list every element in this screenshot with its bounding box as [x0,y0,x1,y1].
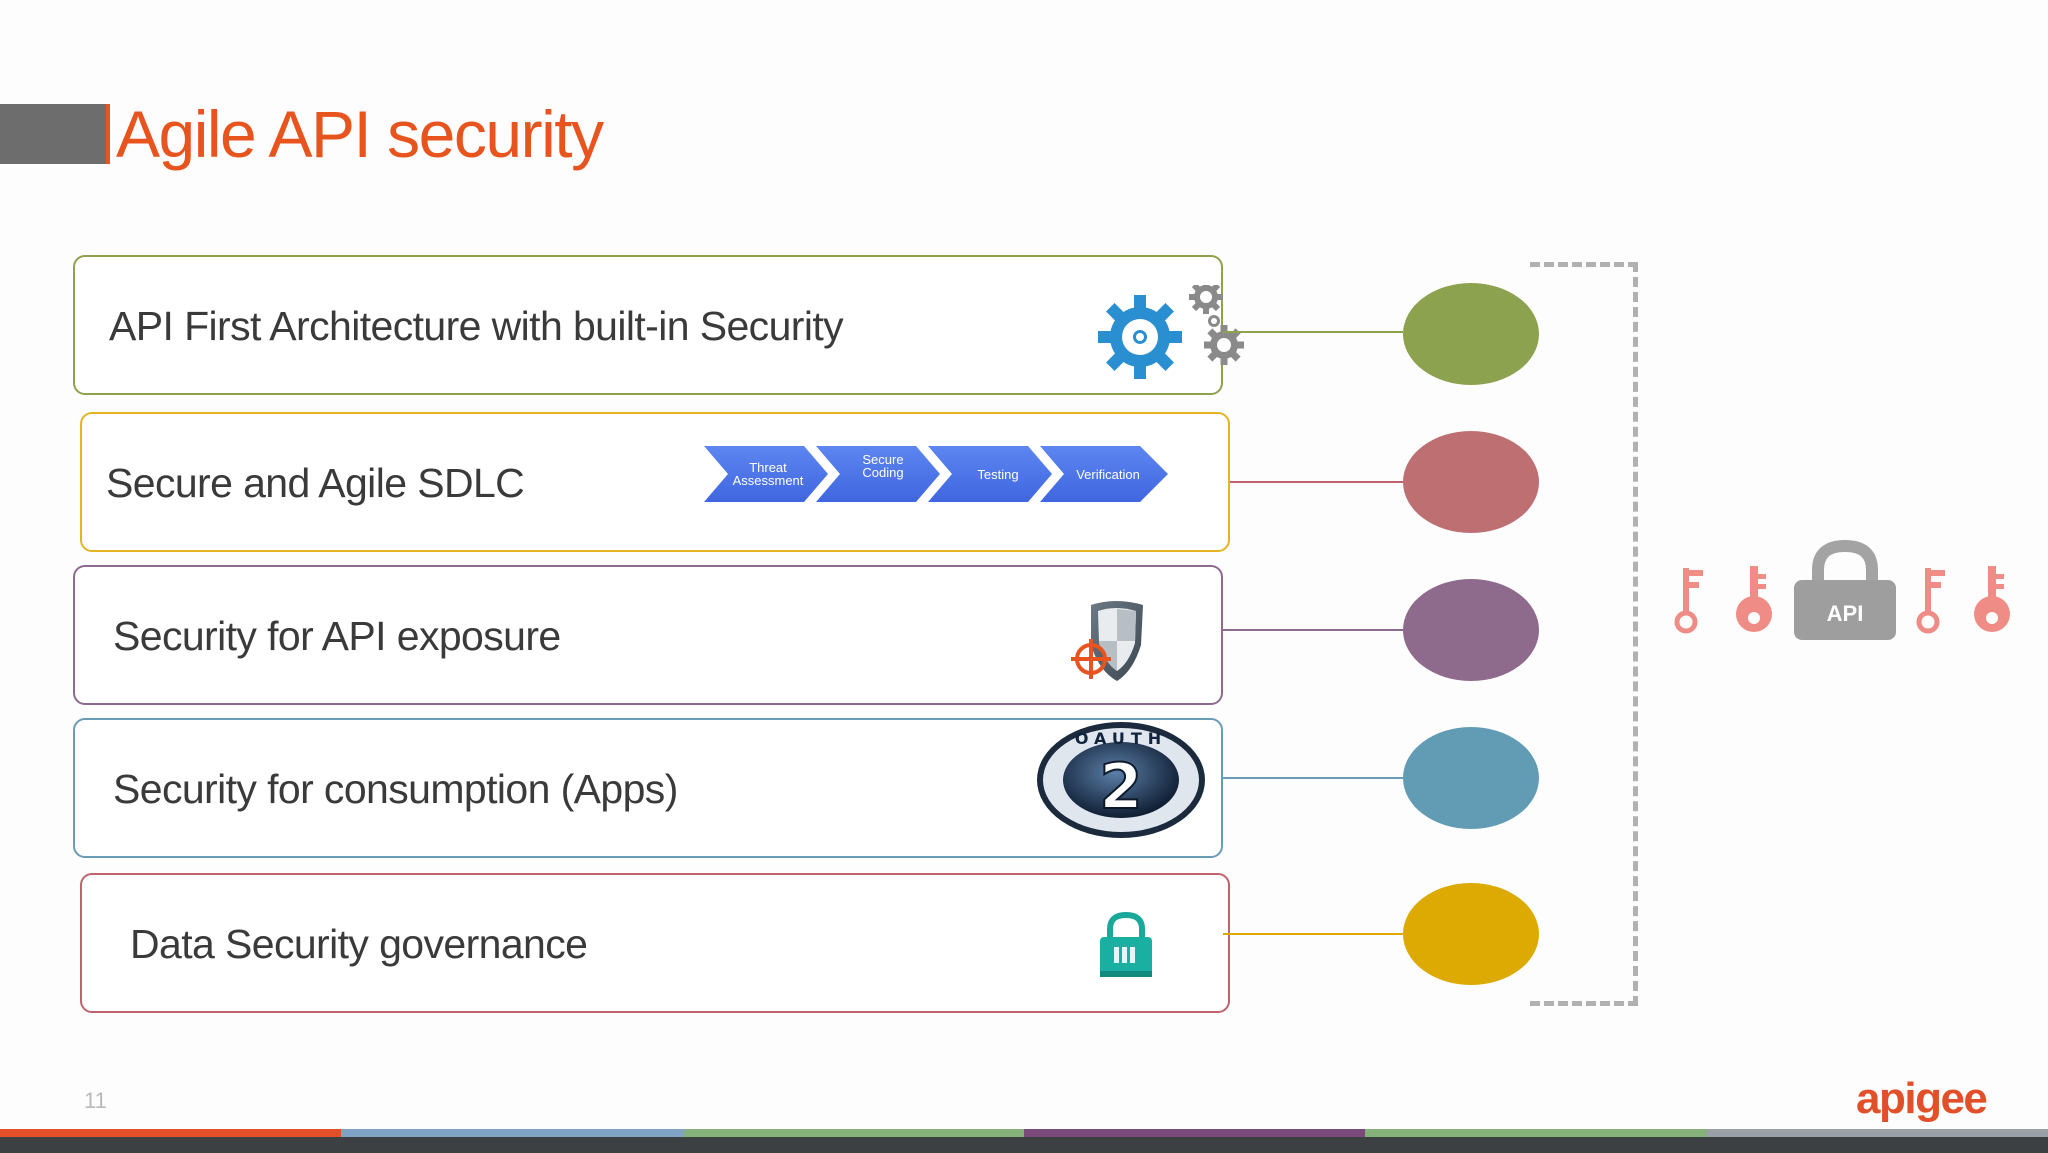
strip-segment [1023,1129,1366,1137]
api-label: API [1827,601,1864,626]
status-dot-1 [1403,283,1539,385]
connector-line-3 [1223,629,1403,631]
footer-color-strip [0,1129,2048,1137]
page-number: 11 [84,1088,107,1113]
key-icon [1736,566,1772,632]
row-label: Secure and Agile SDLC [106,460,525,506]
sdlc-step-testing: Testing [977,466,1019,482]
row-label: Security for consumption (Apps) [113,766,678,812]
title-accent-line [106,104,110,164]
strip-segment [0,1129,342,1137]
row-consumption-apps: Security for consumption (Apps) OAUTH 2 [73,718,1223,858]
key-icon [1674,568,1703,634]
connector-line-2 [1230,481,1403,483]
footer-band [0,1137,2048,1153]
oauth-2-icon: OAUTH 2 [1037,722,1205,838]
strip-segment [341,1129,683,1137]
dashed-bracket [1530,262,1638,1006]
strip-segment [682,1129,1024,1137]
slide-title: Agile API security [116,97,604,171]
row-label: Security for API exposure [113,613,561,659]
key-icon [1916,568,1945,634]
api-padlock-icon: API [1794,540,1896,640]
connector-line-4 [1223,777,1403,779]
shield-target-icon [1071,601,1143,681]
status-dot-3 [1403,579,1539,681]
connector-line-1 [1223,331,1403,333]
sdlc-step-verification: Verification [1076,466,1140,482]
oauth-ring-text: OAUTH [1075,729,1167,748]
status-dot-2 [1403,431,1539,533]
title-bar-decoration [0,104,106,164]
oauth-number: 2 [1099,750,1142,823]
status-dot-4 [1403,727,1539,829]
row-label: Data Security governance [130,921,588,967]
data-lock-icon [1100,911,1152,977]
chevron-shapes [704,446,1168,502]
strip-segment [1706,1129,2048,1137]
strip-segment [1365,1129,1707,1137]
row-api-first-architecture: API First Architecture with built-in Sec… [73,255,1244,395]
apigee-logo: apigee [1856,1074,1988,1123]
row-api-exposure: Security for API exposure [73,565,1223,705]
key-icon [1974,566,2010,632]
connector-line-5 [1223,933,1403,935]
row-label: API First Architecture with built-in Sec… [109,303,844,349]
row-data-security-governance: Data Security governance [80,873,1230,1013]
status-dot-5 [1403,883,1539,985]
gears-icon [1098,285,1244,379]
